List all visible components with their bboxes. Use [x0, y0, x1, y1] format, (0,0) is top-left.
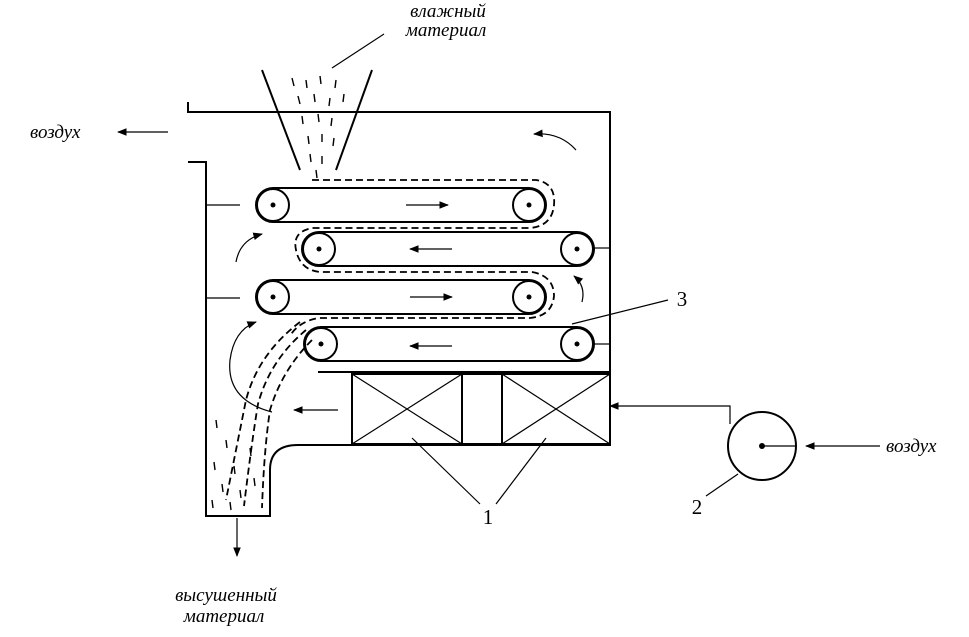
conveyor-belt-1 — [255, 187, 547, 223]
conveyor-belt-3 — [255, 279, 547, 315]
wet-material-label-line2: материал — [405, 20, 487, 41]
heater-number-label: 1 — [483, 505, 494, 529]
heater-icon — [351, 373, 611, 445]
air-out-label: воздух — [30, 122, 81, 143]
air-in-label: воздух — [886, 436, 937, 457]
wet-material-particles — [291, 75, 345, 179]
dried-material-label-line1: высушенный — [175, 585, 277, 606]
fan-icon — [727, 411, 797, 481]
air-supply-duct — [609, 402, 880, 450]
material-path — [225, 179, 556, 509]
conveyor-belt-4 — [303, 326, 595, 362]
leader-lines — [331, 33, 739, 505]
feed-hopper — [261, 69, 373, 171]
dried-material-particles — [211, 419, 256, 511]
wet-material-label-line1: влажный — [410, 1, 486, 22]
fan-number-label: 2 — [692, 495, 703, 519]
air-flow-arrows — [229, 129, 584, 414]
conveyor-number-label: 3 — [677, 287, 688, 311]
dried-material-label-line2: материал — [183, 606, 265, 627]
conveyor-belt-2 — [301, 231, 595, 267]
